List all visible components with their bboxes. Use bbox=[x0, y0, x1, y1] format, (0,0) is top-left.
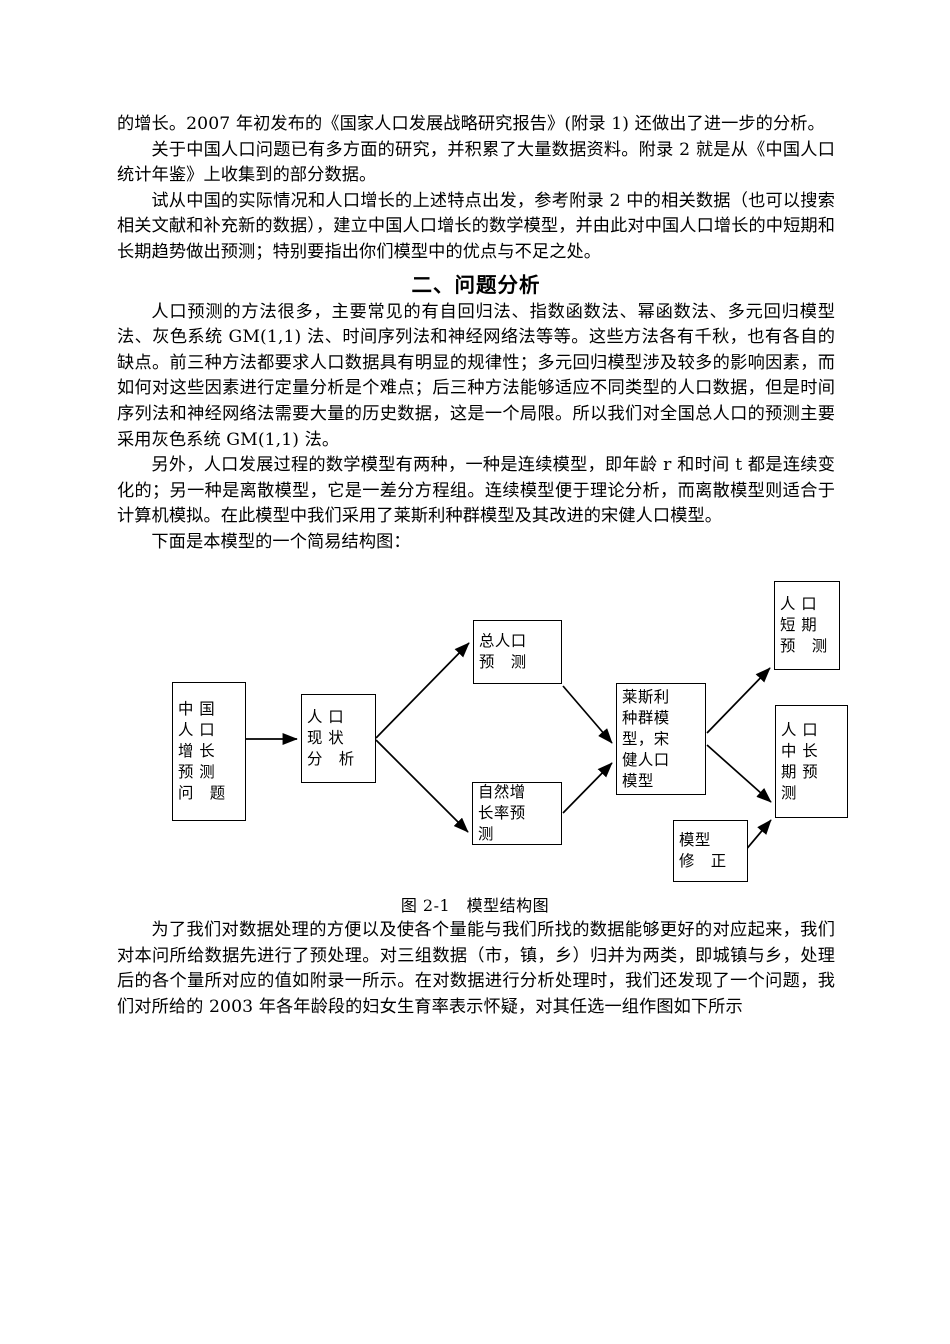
top-text-block: 的增长。2007 年初发布的《国家人口发展战略研究报告》(附录 1) 还做出了进… bbox=[117, 112, 835, 556]
flow-node-label: 人 口 短 期 预 测 bbox=[780, 595, 828, 655]
flow-node-label: 自然增 长率预 测 bbox=[478, 783, 526, 843]
flow-node-model[interactable]: 莱斯利 种群模 型，宋 健人口 模型 bbox=[616, 683, 706, 795]
flow-node-growth-rate[interactable]: 自然增 长率预 测 bbox=[472, 782, 562, 845]
flow-node-mid-long-term-forecast[interactable]: 人 口 中 长 期 预 测 bbox=[775, 705, 848, 818]
flow-node-label: 人 口 现 状 分 析 bbox=[307, 708, 355, 768]
flow-node-model-revision[interactable]: 模型 修 正 bbox=[673, 820, 748, 882]
flow-node-short-term-forecast[interactable]: 人 口 短 期 预 测 bbox=[774, 581, 840, 670]
arrow-model-to-short-term bbox=[706, 667, 771, 734]
flow-node-total-population[interactable]: 总人口 预 测 bbox=[473, 620, 562, 684]
flow-node-label: 模型 修 正 bbox=[679, 831, 727, 870]
arrow-growth-to-model bbox=[562, 762, 613, 814]
arrow-analysis-to-total bbox=[375, 642, 470, 739]
arrow-analysis-to-growth bbox=[375, 739, 469, 833]
paragraph: 的增长。2007 年初发布的《国家人口发展战略研究报告》(附录 1) 还做出了进… bbox=[117, 114, 825, 134]
paragraph: 为了我们对数据处理的方便以及使各个量能与我们所找的数据能够更好的对应起来，我们对… bbox=[117, 920, 835, 1017]
arrow-model-to-mid-long-term bbox=[706, 744, 772, 803]
paragraph: 关于中国人口问题已有多方面的研究，并积累了大量数据资料。附录 2 就是从《中国人… bbox=[117, 139, 835, 186]
section-heading: 二、问题分析 bbox=[411, 272, 541, 297]
paragraph: 另外，人口发展过程的数学模型有两种，一种是连续模型，即年龄 r 和时间 t 都是… bbox=[117, 455, 835, 527]
paragraph: 人口预测的方法很多，主要常见的有自回归法、指数函数法、幂函数法、多元回归模型法、… bbox=[117, 301, 835, 450]
model-structure-flowchart: 中 国 人 口 增 长 预 测 问 题 人 口 现 状 分 析 总人口 预 测 … bbox=[0, 565, 950, 895]
flow-node-label: 中 国 人 口 增 长 预 测 问 题 bbox=[178, 700, 226, 802]
arrow-total-to-model bbox=[562, 685, 613, 744]
flow-node-label: 人 口 中 长 期 预 测 bbox=[781, 720, 819, 802]
paragraph: 试从中国的实际情况和人口增长的上述特点出发，参考附录 2 中的相关数据（也可以搜… bbox=[117, 190, 835, 262]
paragraph: 下面是本模型的一个简易结构图： bbox=[151, 531, 411, 552]
bottom-text-block: 为了我们对数据处理的方便以及使各个量能与我们所找的数据能够更好的对应起来，我们对… bbox=[117, 918, 835, 1020]
flow-node-analysis[interactable]: 人 口 现 状 分 析 bbox=[301, 694, 376, 783]
flow-node-problem[interactable]: 中 国 人 口 增 长 预 测 问 题 bbox=[172, 682, 246, 821]
figure-caption: 图 2-1 模型结构图 bbox=[400, 896, 550, 915]
flow-node-label: 总人口 预 测 bbox=[479, 632, 527, 671]
flow-node-label: 莱斯利 种群模 型，宋 健人口 模型 bbox=[622, 687, 670, 790]
